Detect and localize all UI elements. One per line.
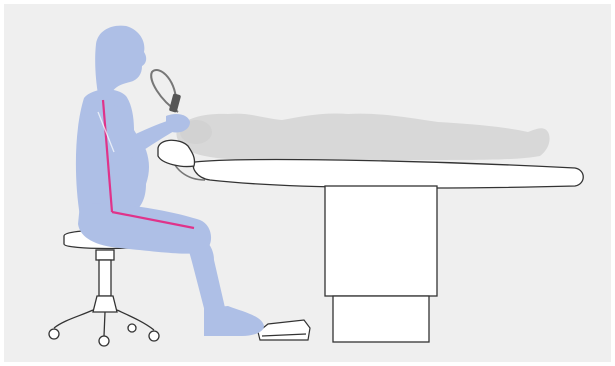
stool-caster-back — [128, 324, 136, 332]
foot-pedal-body — [258, 320, 310, 340]
stool-leg-left — [54, 310, 93, 328]
patient-silhouette — [176, 114, 549, 160]
clinician-foot — [204, 306, 264, 336]
stool-column-base — [93, 296, 117, 312]
handpiece — [169, 93, 181, 112]
table-base-lower — [333, 296, 429, 342]
clinician-lower-leg — [187, 236, 226, 316]
stool-caster-center — [99, 336, 109, 346]
stool-caster-left — [49, 329, 59, 339]
stool-caster-right — [149, 331, 159, 341]
table-base-upper — [325, 186, 437, 296]
stool-column — [99, 260, 111, 296]
foot-pedal — [258, 320, 310, 340]
patient-body — [176, 114, 549, 160]
stool-leg-center — [104, 312, 105, 336]
table-top — [193, 160, 583, 188]
stool-column-top — [96, 250, 114, 260]
clinician-head — [95, 26, 146, 94]
